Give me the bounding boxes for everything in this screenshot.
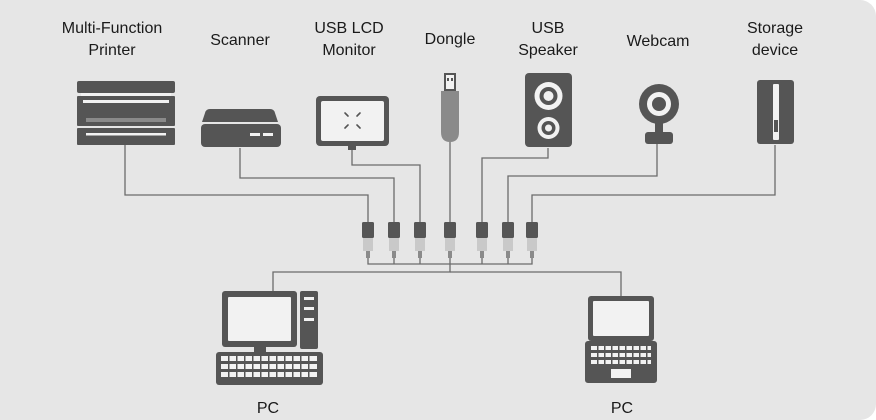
label-line: Printer (88, 42, 136, 59)
label-line: USB (531, 20, 565, 37)
usb-connector (502, 222, 514, 258)
usb-connector (526, 222, 538, 258)
usb-connector (444, 222, 456, 258)
label-line: PC (256, 400, 280, 417)
wire-to-computers (272, 258, 451, 293)
label-line: Storage (746, 20, 804, 37)
scanner-icon (201, 109, 281, 147)
laptop-icon (585, 296, 657, 383)
wire-storage (531, 145, 776, 222)
usb-connectors (362, 222, 538, 258)
wire-printer (124, 145, 369, 222)
desktop-pc-icon (216, 291, 323, 385)
label-line: Multi-Function (61, 20, 163, 37)
storage-device-icon (757, 80, 794, 144)
hub-wires (272, 258, 622, 296)
lcd-monitor-icon (316, 96, 389, 150)
webcam-icon (639, 84, 679, 144)
wire-speaker (481, 148, 549, 222)
label-multi-function-printer: Multi-Function Printer (62, 18, 162, 62)
label-scanner: Scanner (210, 30, 270, 52)
laptop-keys (591, 346, 651, 378)
label-line: PC (610, 400, 634, 417)
label-webcam: Webcam (627, 31, 690, 53)
wire-monitor (351, 150, 421, 222)
usb-connector (476, 222, 488, 258)
label-usb-lcd-monitor: USB LCD Monitor (314, 18, 383, 62)
label-line: Speaker (518, 42, 578, 59)
label-line: Scanner (210, 32, 270, 49)
label-line: USB LCD (314, 20, 384, 37)
wire-scanner (239, 148, 395, 222)
usb-connector (414, 222, 426, 258)
usb-connector (388, 222, 400, 258)
label-line: device (751, 42, 799, 59)
label-laptop-pc: PC (611, 398, 633, 420)
usb-connector (362, 222, 374, 258)
label-line: Webcam (626, 33, 690, 50)
label-line: Monitor (322, 42, 376, 59)
label-desktop-pc: PC (257, 398, 279, 420)
label-line: Dongle (424, 31, 476, 48)
label-usb-speaker: USB Speaker (518, 18, 578, 62)
speaker-icon (525, 73, 572, 147)
dongle-icon (441, 73, 459, 142)
printer-icon (77, 81, 175, 145)
device-wires (124, 142, 776, 222)
wire-webcam (507, 144, 658, 222)
label-dongle: Dongle (425, 29, 476, 51)
label-storage-device: Storage device (747, 18, 803, 62)
